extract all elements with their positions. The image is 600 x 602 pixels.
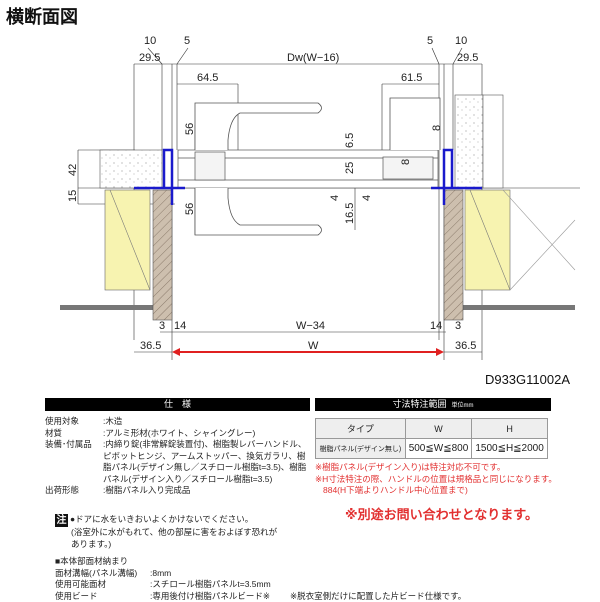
col-type: タイプ	[316, 419, 406, 439]
cross-section-drawing: 10 5 29.5 Dw(W−16) 5 10 29.5 64.5 61.5 5…	[0, 0, 600, 395]
dim-label: W	[308, 340, 319, 352]
caution-badge: 注	[55, 514, 68, 527]
dim-label: 14	[174, 320, 186, 332]
spec-row: 使用対象:木造	[45, 416, 310, 428]
body-value: :8mm	[150, 568, 171, 580]
body-value: :スチロール樹脂パネルt=3.5mm	[150, 579, 271, 591]
dim-label: 42	[67, 164, 79, 176]
range-note: 884(H下端よりハンドル中心位置まで)	[315, 485, 585, 497]
dim-label: W−34	[296, 320, 325, 332]
cell-type: 樹脂パネル(デザイン無し)	[316, 439, 406, 459]
dim-label: 10	[144, 35, 156, 47]
spec-label: 材質	[45, 428, 103, 440]
body-label: 面材溝幅(パネル溝幅)	[55, 568, 150, 580]
bead-note: ※脱衣室側だけに配置した片ビード仕様です。	[290, 591, 466, 602]
spec-label: 使用対象	[45, 416, 103, 428]
dim-label: 10	[455, 35, 467, 47]
dim-label: 4	[329, 195, 341, 201]
dim-label: 36.5	[140, 340, 161, 352]
body-label: 使用ビード	[55, 591, 150, 602]
spec-value: :内締り錠(非常解錠装置付)、樹脂製レバーハンドル、ピボットヒンジ、アームストッ…	[103, 439, 310, 485]
spec-row: 出荷形態:樹脂パネル入り完成品	[45, 485, 310, 497]
wall-right	[444, 95, 575, 320]
range-note: ※H寸法特注の際、ハンドルの位置は規格品と同じになります。	[315, 474, 585, 486]
contact-note: ※別途お問い合わせとなります。	[345, 504, 538, 523]
cell-w: 500≦W≦800	[405, 439, 471, 459]
dim-label: Dw(W−16)	[287, 52, 339, 64]
dim-label: 61.5	[401, 72, 422, 84]
dim-label: 56	[184, 123, 196, 135]
cell-h: 1500≦H≦2000	[472, 439, 548, 459]
dim-label: 4	[361, 195, 373, 201]
jamb-right	[444, 190, 463, 320]
caution-text: ●ドアに水をいきおいよくかけないでください。	[70, 514, 253, 527]
range-header-title: 寸法特注範囲	[392, 399, 446, 409]
dim-label: 64.5	[197, 72, 218, 84]
dim-label: 29.5	[457, 52, 478, 64]
range-note: ※樹脂パネル(デザイン入り)は特注対応不可です。	[315, 462, 585, 474]
dim-label: 5	[427, 35, 433, 47]
spec-header: 仕 様	[45, 398, 310, 411]
dim-label: 6.5	[344, 133, 356, 148]
dim-label: 25	[344, 162, 356, 174]
col-h: H	[472, 419, 548, 439]
dim-label: 56	[184, 203, 196, 215]
spec-value: :アルミ形材(ホワイト、シャイングレー)	[103, 428, 255, 440]
dim-label: 5	[184, 35, 190, 47]
dim-label: 29.5	[139, 52, 160, 64]
body-heading: ■本体部面材納まり	[55, 556, 355, 568]
spec-label: 出荷形態	[45, 485, 103, 497]
dim-label: 14	[430, 320, 442, 332]
spec-row: 装備･付属品:内締り錠(非常解錠装置付)、樹脂製レバーハンドル、ピボットヒンジ、…	[45, 439, 310, 485]
dim-label: 15	[67, 190, 79, 202]
col-w: W	[405, 419, 471, 439]
body-label: 使用可能面材	[55, 579, 150, 591]
dim-label: 3	[455, 320, 461, 332]
caution-text: あります。)	[55, 539, 355, 551]
dim-label: 3	[159, 320, 165, 332]
spec-value: :樹脂パネル入り完成品	[103, 485, 190, 497]
dim-label: 36.5	[455, 340, 476, 352]
notes-section: 注●ドアに水をいきおいよくかけないでください。 (浴室外に水がもれて、他の部屋に…	[55, 514, 355, 602]
dim-label: 8	[431, 125, 443, 131]
caution-text: (浴室外に水がもれて、他の部屋に害をおよぼす恐れが	[55, 527, 355, 539]
spec-section: 仕 様 使用対象:木造 材質:アルミ形材(ホワイト、シャイングレー) 装備･付属…	[45, 398, 310, 497]
drawing-code: D933G11002A	[485, 372, 570, 387]
range-header: 寸法特注範囲 単位mm	[315, 398, 551, 411]
spec-row: 材質:アルミ形材(ホワイト、シャイングレー)	[45, 428, 310, 440]
body-value: :専用後付け樹脂パネルビード※	[150, 591, 270, 602]
spec-label: 装備･付属品	[45, 439, 103, 485]
range-unit: 単位mm	[452, 403, 474, 409]
spec-value: :木造	[103, 416, 122, 428]
door-panel	[178, 150, 438, 188]
dim-label: 8	[400, 159, 412, 165]
jamb-left	[153, 190, 172, 320]
dim-label: 16.5	[344, 203, 356, 224]
